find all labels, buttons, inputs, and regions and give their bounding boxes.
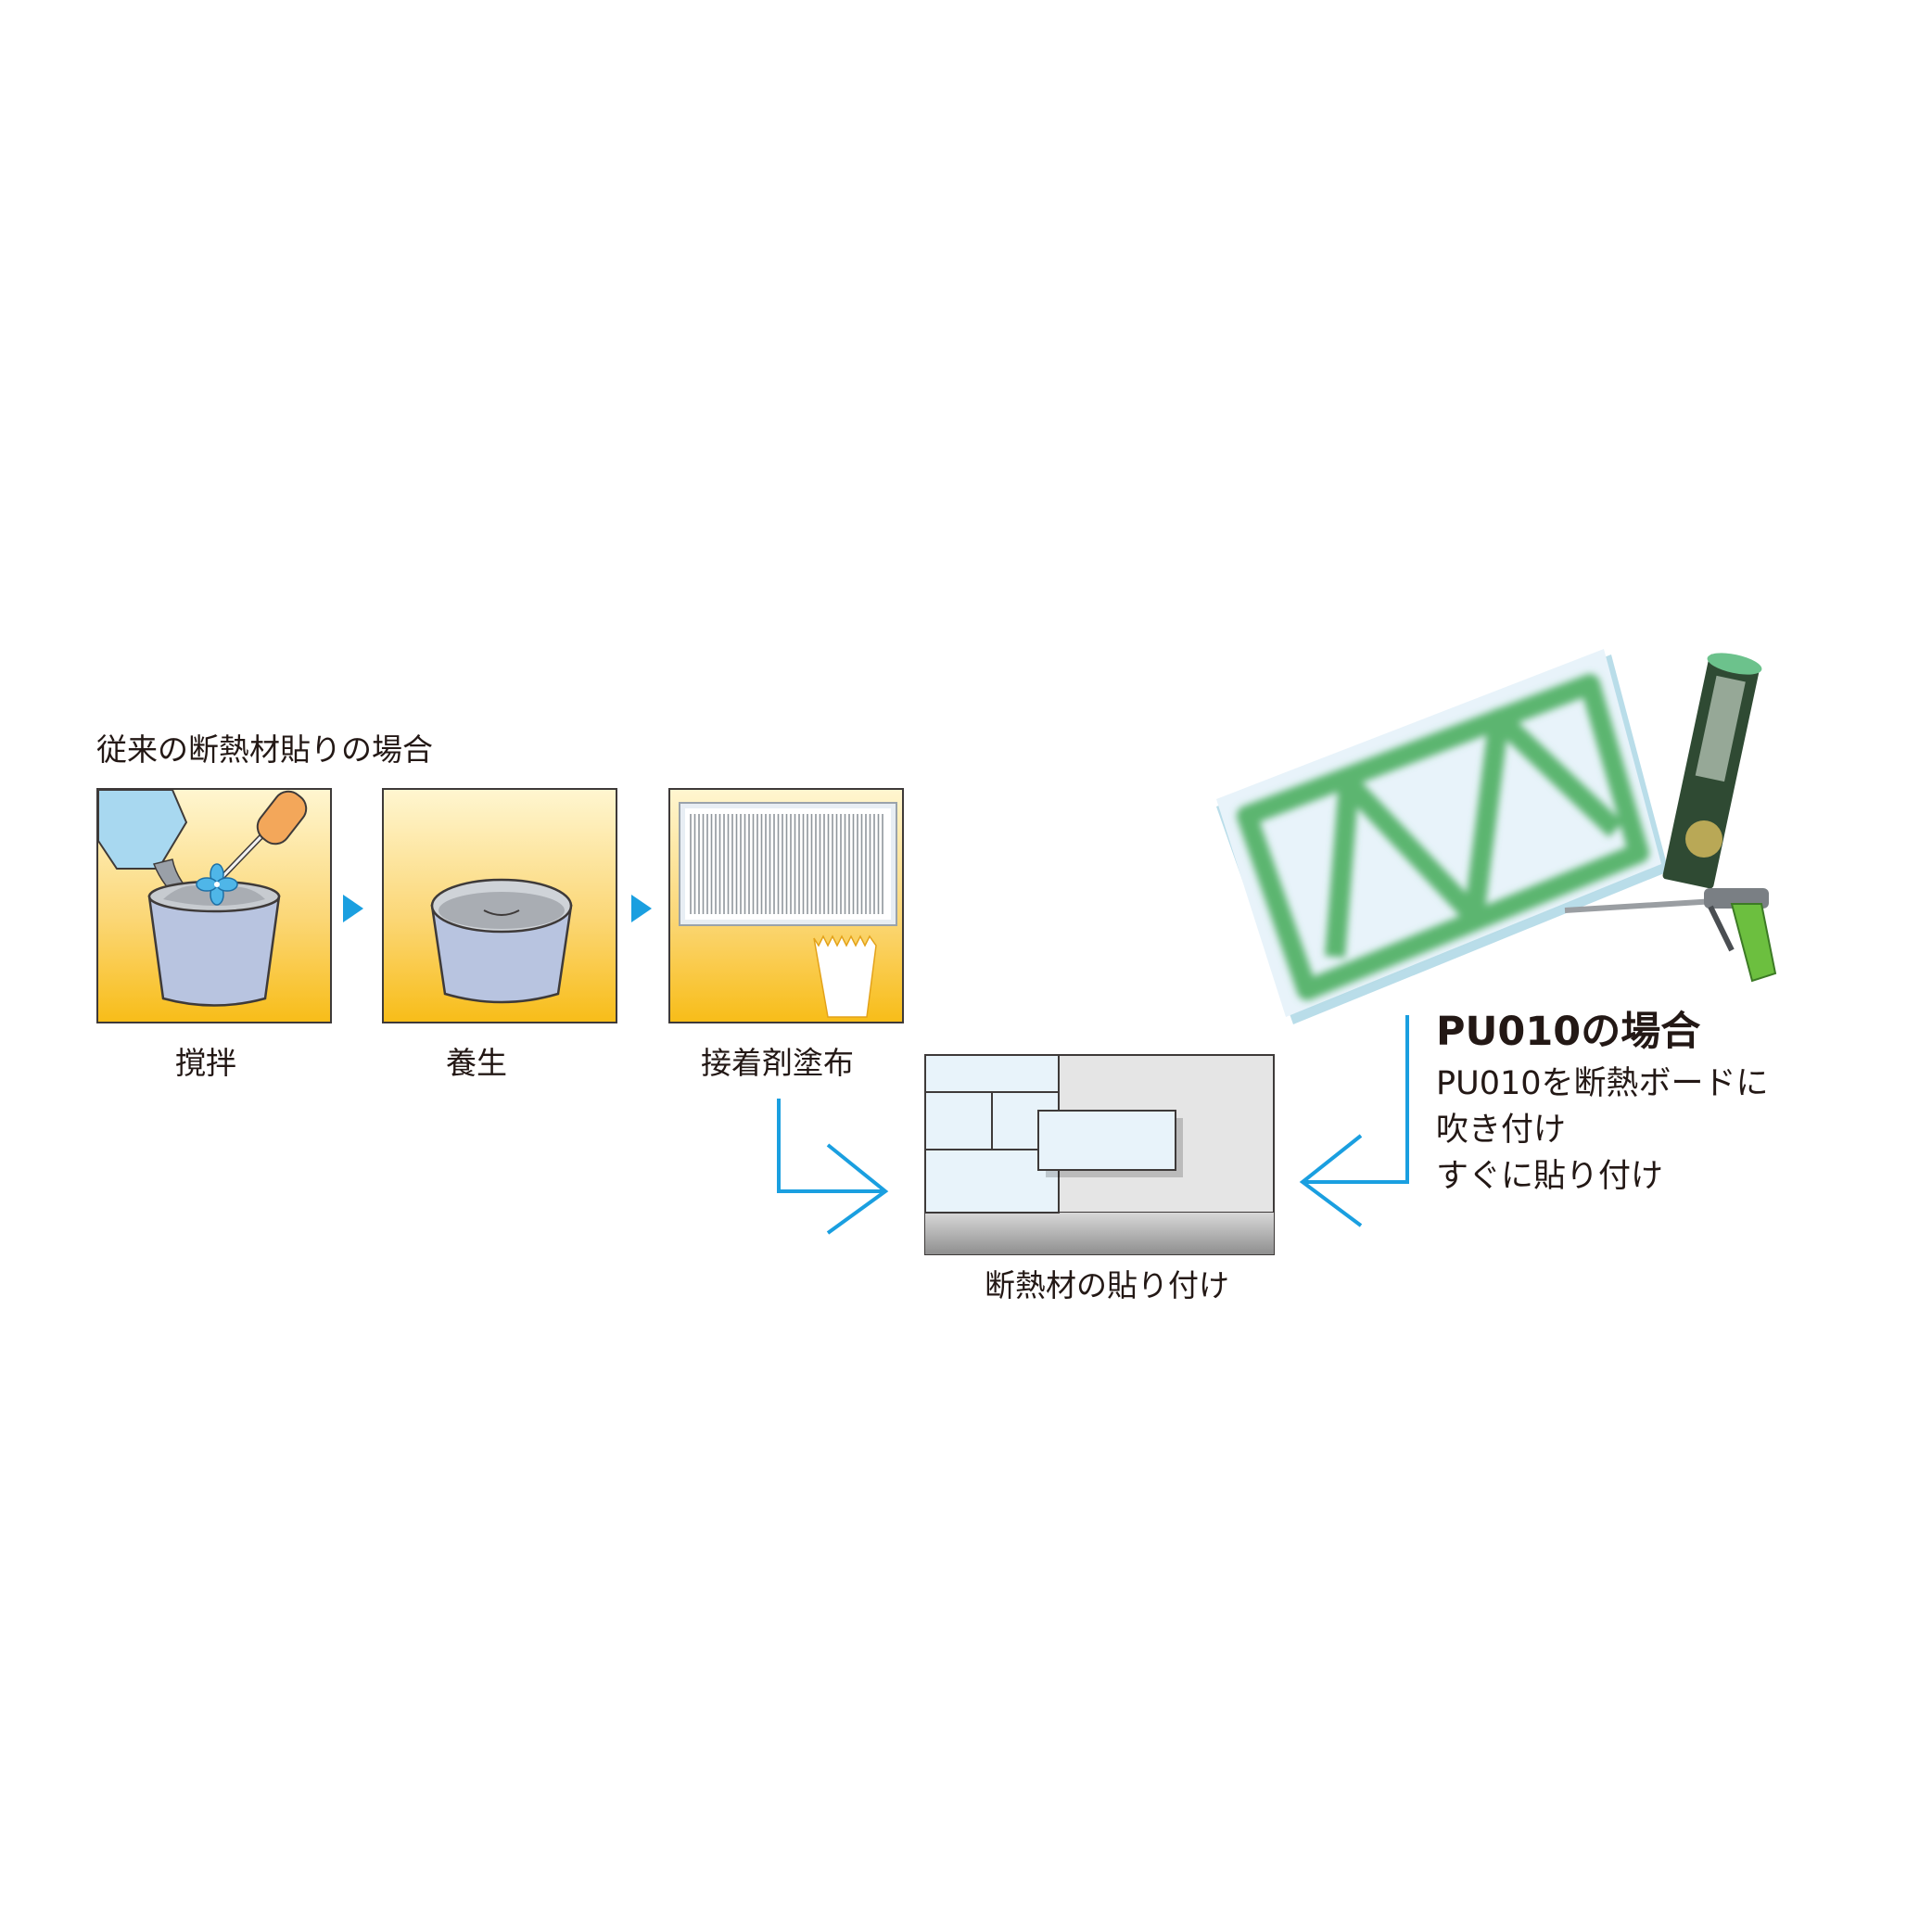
curing-panel [382, 788, 617, 1023]
pu010-line-3: すぐに貼り付け [1436, 1158, 1664, 1195]
stirring-panel [96, 788, 332, 1023]
spray-can-icon [1662, 653, 1762, 889]
foam-board-illustration [1216, 649, 1669, 1024]
pu010-title: PU010の場合 [1436, 1009, 1701, 1055]
bucket-icon [147, 895, 281, 1007]
curing-illustration [430, 878, 573, 1004]
result-wall-illustration [924, 1054, 1275, 1255]
right-flow-arrow-icon [1299, 1015, 1409, 1227]
trowel-icon [813, 934, 877, 1018]
bucket-icon [430, 904, 573, 1004]
foam-bead-pattern-icon [1237, 674, 1649, 1000]
spray-gun-icon [1564, 888, 1777, 983]
left-flow-arrow-icon [777, 1099, 889, 1235]
conventional-heading: 従来の断熱材貼りの場合 [96, 731, 433, 768]
pu010-line-2: 吹き付け [1436, 1112, 1567, 1149]
step-arrow-icon [343, 895, 363, 922]
step-label-stirring: 撹拌 [175, 1045, 236, 1081]
pu010-line-1: PU010を断熱ボードに [1436, 1065, 1769, 1102]
step-label-adhesive: 接着剤塗布 [701, 1045, 854, 1081]
result-label: 断熱材の貼り付け [985, 1267, 1229, 1303]
stirring-illustration [98, 790, 308, 1007]
step-arrow-icon [631, 895, 652, 922]
adhesive-panel [668, 788, 904, 1023]
installed-boards-icon [924, 1054, 1060, 1214]
adhesive-illustration [679, 802, 897, 1018]
mixer-handle-icon [256, 790, 308, 845]
propeller-icon [196, 863, 238, 906]
new-board-icon [1037, 1110, 1176, 1171]
step-label-curing: 養生 [446, 1045, 507, 1081]
powder-bag-icon [98, 790, 188, 870]
